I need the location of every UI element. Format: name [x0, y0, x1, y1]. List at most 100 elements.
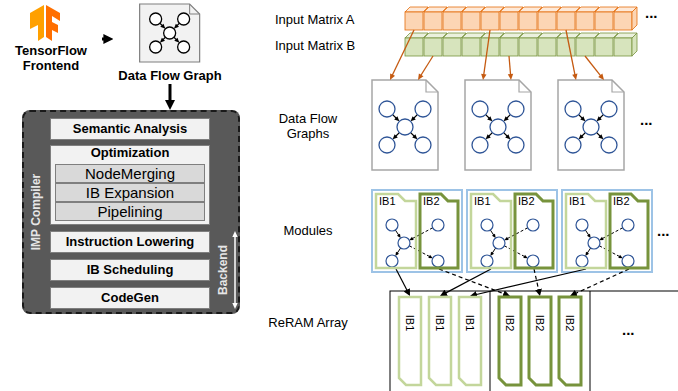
ib-tab: IB1	[375, 193, 417, 269]
node-text: IB1	[474, 195, 491, 208]
matrix-arrows	[390, 30, 604, 80]
matrix-arrow	[421, 56, 433, 76]
module-box	[467, 190, 557, 272]
page-fold	[519, 80, 531, 92]
node-shape	[498, 296, 522, 386]
graph-vertex	[601, 101, 617, 117]
node-text: Semantic Analysis	[73, 122, 187, 137]
arrow-head	[580, 116, 585, 121]
slot-outline	[559, 297, 581, 385]
compiler-box: IMP CompilerSemantic AnalysisOptimizatio…	[22, 110, 240, 314]
sub-pass-box: IB Expansion	[55, 183, 205, 202]
arrow-head	[508, 74, 513, 80]
node-shape	[458, 296, 482, 386]
ellipsis: ...	[657, 222, 670, 239]
graph-pages	[372, 80, 624, 170]
connector	[396, 269, 407, 291]
graph-vertex	[508, 101, 524, 117]
cube-face	[424, 38, 442, 56]
tab-outline	[420, 194, 458, 268]
ib-tab: IB1	[470, 193, 512, 269]
cube-face	[595, 38, 613, 56]
arrow-head	[585, 252, 589, 256]
ib-slot: IB2	[558, 296, 582, 386]
frontend-node: TensorFlow Frontend	[0, 4, 102, 74]
ib-slot: IB2	[528, 296, 552, 386]
graph-vertex	[481, 219, 493, 231]
graph-page	[140, 4, 200, 62]
graph-vertex	[415, 101, 431, 117]
arrow-head	[597, 116, 602, 121]
graph-vertex	[386, 255, 398, 267]
ib-tab: IB2	[514, 193, 554, 269]
cube-face	[424, 12, 442, 30]
graph-vertex	[150, 13, 162, 25]
row-label: Input Matrix A	[275, 13, 354, 28]
backend-bracket	[234, 236, 236, 270]
matrix-row	[405, 7, 637, 30]
connector	[168, 84, 171, 102]
graph-vertex	[508, 137, 524, 153]
cube-face	[443, 12, 461, 30]
arrow-head	[418, 73, 423, 80]
node-text: Pipelining	[97, 203, 162, 220]
cube-face	[500, 38, 518, 56]
graph-vertex	[379, 137, 395, 153]
graph-vertex	[472, 101, 488, 117]
cube-face	[481, 12, 499, 30]
array-frame	[390, 291, 678, 391]
node-text: IB1	[464, 315, 477, 332]
arrow-head	[428, 255, 432, 258]
module-box	[562, 190, 652, 272]
cube-face	[576, 38, 594, 56]
ib-tab: IB2	[419, 193, 459, 269]
arrow-head	[232, 231, 237, 237]
page-fold	[426, 80, 438, 92]
reram-array	[390, 291, 678, 391]
arrow-head	[598, 74, 604, 80]
sub-pass-box: Pipelining	[55, 202, 205, 221]
tab-outline	[610, 194, 648, 268]
graph-vertex	[493, 237, 505, 249]
cube-face	[614, 38, 632, 56]
arrow-head	[481, 74, 486, 80]
graph-vertex	[576, 219, 588, 231]
node-text: CodeGen	[101, 291, 159, 306]
node-text: IB Scheduling	[87, 263, 174, 278]
node-text: IB2	[504, 315, 517, 332]
arrow-head	[397, 234, 401, 238]
cube-side	[632, 7, 637, 30]
ellipsis: ...	[622, 321, 635, 338]
graph-vertex	[527, 255, 539, 267]
arrow-head	[504, 237, 508, 240]
node-text: IB2	[613, 195, 630, 208]
graph-vertex	[490, 119, 506, 135]
node-text: TensorFlow Frontend	[0, 44, 102, 74]
graph-vertex	[527, 219, 539, 231]
tab-outline	[566, 194, 606, 268]
node-text: NodeMerging	[85, 165, 175, 182]
ellipsis: ...	[640, 111, 653, 128]
arrow-head	[160, 38, 165, 43]
graph-vertex	[415, 137, 431, 153]
arrow-head	[486, 134, 491, 139]
pass-box: Semantic Analysis	[50, 118, 210, 140]
node-text: Data Flow Graph	[118, 69, 221, 84]
cube-face	[462, 12, 480, 30]
matrix-arrow	[392, 30, 414, 75]
matrix-arrow	[509, 56, 511, 75]
arrow-head	[598, 134, 603, 139]
arrow-head	[618, 255, 622, 258]
cube-face	[443, 38, 461, 56]
ib-slot: IB1	[398, 296, 422, 386]
node-text: IB1	[434, 315, 447, 332]
matrix-arrow	[484, 30, 490, 75]
arrow-head	[393, 134, 398, 139]
graph-vertex	[379, 101, 395, 117]
cube-face	[462, 38, 480, 56]
modules	[372, 190, 652, 272]
sub-pass-box: NodeMerging	[55, 164, 205, 183]
node-text: IB2	[423, 195, 440, 208]
cube-face	[538, 38, 556, 56]
arrow-head	[579, 134, 584, 139]
